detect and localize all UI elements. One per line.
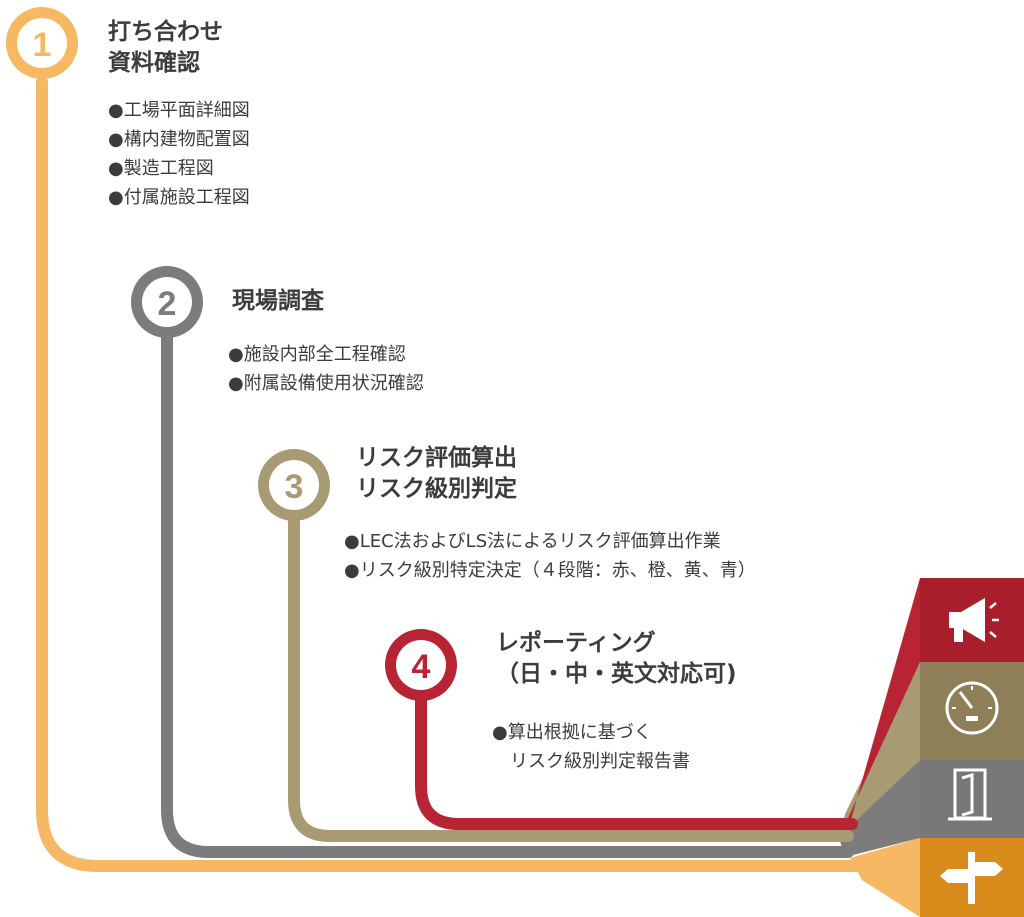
step-3-title: リスク評価算出 リスク級別判定 xyxy=(356,443,517,505)
step-1-title-line-2: 資料確認 xyxy=(108,50,200,76)
list-item: ●施設内部全工程確認 xyxy=(228,344,406,365)
door-block xyxy=(920,760,1024,838)
gauge-block xyxy=(920,662,1024,760)
list-item: ●算出根拠に基づく xyxy=(492,722,652,743)
list-item: ●附属設備使用状況確認 xyxy=(228,373,424,394)
megaphone-block xyxy=(920,578,1024,662)
svg-text:2: 2 xyxy=(158,285,177,323)
list-item: リスク級別判定報告書 xyxy=(492,751,690,772)
door-icon xyxy=(948,768,992,821)
svg-text:4: 4 xyxy=(412,648,431,686)
svg-text:1: 1 xyxy=(33,26,52,64)
step-2-items: ●施設内部全工程確認 ●附属設備使用状況確認 xyxy=(228,340,424,398)
gauge-icon xyxy=(945,681,999,735)
step-1-line xyxy=(36,76,864,872)
step-1-title: 打ち合わせ 資料確認 xyxy=(108,17,223,79)
list-item: ●工場平面詳細図 xyxy=(108,100,250,121)
step-1-items: ●工場平面詳細図 ●構内建物配置図 ●製造工程図 ●付属施設工程図 xyxy=(108,96,250,212)
khaki-wedge xyxy=(840,662,920,836)
step-4-title: レポーティング （日・中・英文対応可) xyxy=(496,628,737,690)
step-4-marker: 4 xyxy=(385,629,457,701)
list-item: ●付属施設工程図 xyxy=(108,187,250,208)
list-item: ●LEC法およびLS法によるリスク評価算出作業 xyxy=(344,531,721,552)
step-3-marker: 3 xyxy=(258,449,330,521)
step-4-items: ●算出根拠に基づく リスク級別判定報告書 xyxy=(492,718,690,776)
list-item: ●構内建物配置図 xyxy=(108,129,250,150)
step-1-title-line-1: 打ち合わせ xyxy=(108,19,223,45)
step-3-items: ●LEC法およびLS法によるリスク評価算出作業 ●リスク級別特定決定（４段階：赤… xyxy=(344,527,756,585)
step-2-marker: 2 xyxy=(131,266,203,338)
gray-wedge xyxy=(838,760,920,857)
step-2-line xyxy=(161,332,854,858)
step-3-title-line-1: リスク評価算出 xyxy=(356,445,517,471)
signpost-block xyxy=(920,838,1024,917)
list-item: ●製造工程図 xyxy=(108,158,214,179)
step-4-title-line-1: レポーティング xyxy=(496,630,656,656)
step-1-marker: 1 xyxy=(6,7,78,79)
step-2-title-line-1: 現場調査 xyxy=(232,288,324,314)
orange-wedge xyxy=(850,838,920,917)
step-2-title: 現場調査 xyxy=(232,286,324,317)
megaphone-icon xyxy=(949,598,999,642)
signpost-icon xyxy=(940,852,1003,904)
step-4-line xyxy=(415,694,858,830)
svg-text:3: 3 xyxy=(285,468,304,506)
list-item: ●リスク級別特定決定（４段階：赤、橙、黄、青） xyxy=(344,560,756,581)
step-3-line xyxy=(288,514,854,842)
step-4-title-line-2: （日・中・英文対応可) xyxy=(496,661,737,687)
step-3-title-line-2: リスク級別判定 xyxy=(356,476,517,502)
